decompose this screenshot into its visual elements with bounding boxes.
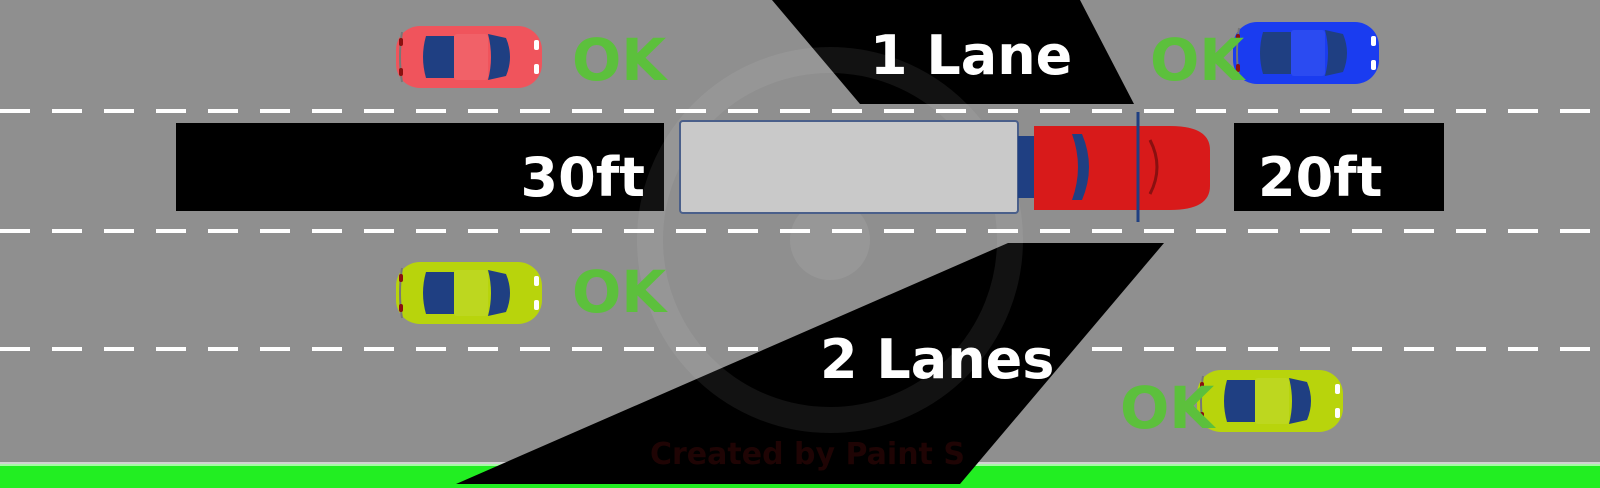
watermark-graphic	[637, 47, 1023, 433]
semi-truck	[679, 112, 1210, 222]
red-car-status: OK	[572, 26, 668, 94]
watermark-text: Created by Paint S	[650, 437, 965, 472]
truck-hitch	[1018, 136, 1034, 198]
lime-car-right	[1196, 369, 1344, 433]
one-lane-label: 1 Lane	[870, 24, 1072, 87]
truck-cab	[1034, 126, 1210, 210]
lime-car-left-status: OK	[572, 258, 668, 326]
blind-spot-one-lane	[772, 0, 1134, 104]
blind-spot-rear	[176, 123, 664, 211]
two-lanes-label: 2 Lanes	[820, 328, 1054, 391]
front-distance-label: 20ft	[1258, 146, 1382, 209]
lime-car-left	[395, 261, 543, 325]
truck-trailer	[679, 120, 1019, 214]
red-car	[395, 25, 543, 89]
blind-spot-front	[1234, 123, 1444, 211]
lime-car-right-status: OK	[1120, 374, 1216, 442]
blue-car-status: OK	[1150, 26, 1246, 94]
blind-spot-two-lanes	[456, 243, 1164, 484]
rear-distance-label: 30ft	[521, 146, 645, 209]
blue-car	[1232, 21, 1380, 85]
